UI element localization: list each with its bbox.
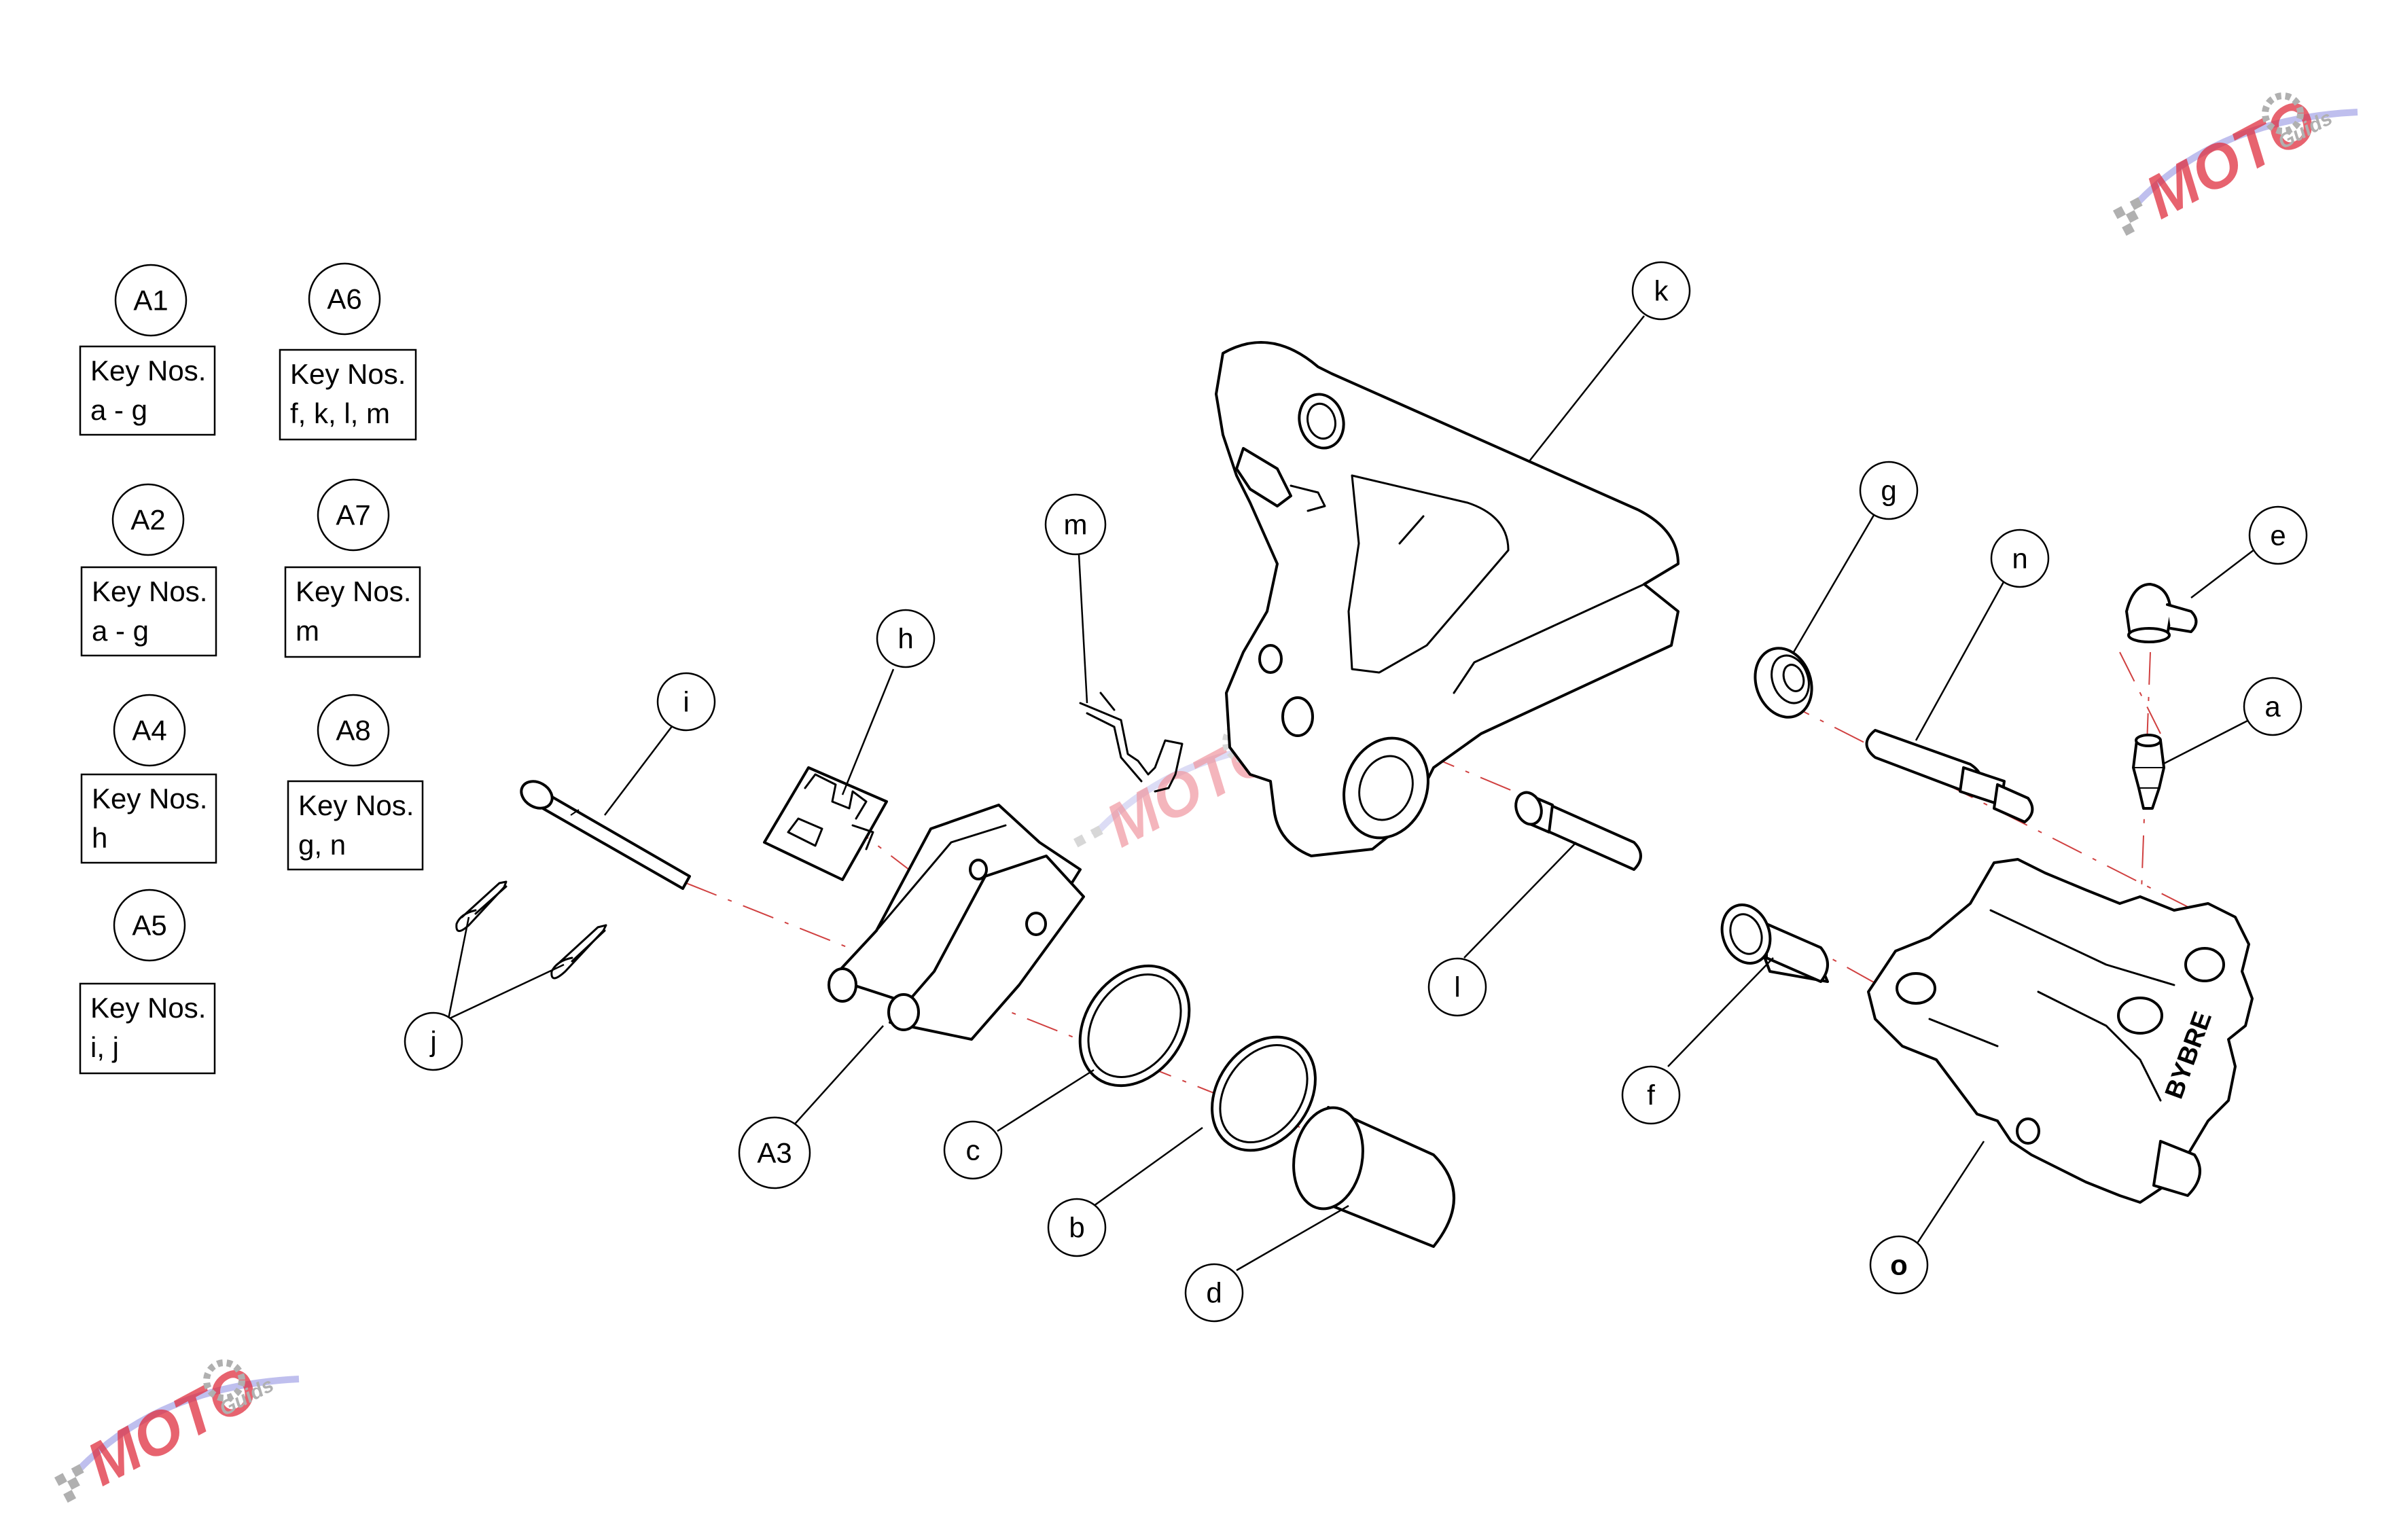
svg-text:A5: A5 <box>132 910 166 942</box>
part-c-seal <box>1078 964 1191 1088</box>
legend-a1: A1 Key Nos. a - g <box>79 264 216 436</box>
part-n-guide-pin <box>1865 729 2034 823</box>
part-f-bolt <box>1720 903 1829 983</box>
part-a3-brake-pads <box>828 804 1085 1041</box>
svg-text:Key Nos.: Key Nos. <box>90 992 206 1024</box>
part-j-clips <box>455 880 607 980</box>
callout-f: f <box>1621 1065 1681 1125</box>
svg-text:g, n: g, n <box>298 829 346 861</box>
callout-h: h <box>876 609 936 668</box>
callout-c: c <box>943 1120 1003 1180</box>
part-m-clip <box>1079 692 1184 793</box>
svg-text:Key Nos.: Key Nos. <box>290 358 406 390</box>
svg-text:A4: A4 <box>132 715 166 747</box>
svg-text:l: l <box>1454 971 1460 1003</box>
svg-text:m: m <box>296 615 319 647</box>
part-o-caliper-body: BYBRE <box>1867 858 2254 1204</box>
callout-j: j <box>404 1011 463 1071</box>
callout-leader-lines <box>447 315 2263 1272</box>
part-k-carrier-bracket <box>1215 341 1679 857</box>
callout-bubbles: i j h A3 c b d m k l f g n e a o <box>404 261 2308 1323</box>
callout-d: d <box>1184 1263 1244 1323</box>
part-e-bleed-cap <box>2125 583 2198 643</box>
svg-text:a - g: a - g <box>92 615 149 647</box>
svg-text:d: d <box>1206 1277 1222 1309</box>
callout-n: n <box>1990 529 2050 588</box>
part-i-pin <box>520 780 691 890</box>
svg-text:A2: A2 <box>130 504 165 536</box>
svg-text:Key Nos.: Key Nos. <box>298 789 414 821</box>
callout-k: k <box>1631 261 1691 321</box>
watermark-logo-bottom: MOTO Guids <box>54 1353 300 1503</box>
svg-text:j: j <box>429 1026 436 1058</box>
part-g-boot <box>1754 647 1813 719</box>
svg-text:i: i <box>683 686 689 718</box>
svg-text:m: m <box>1064 509 1088 541</box>
svg-text:c: c <box>966 1134 980 1166</box>
callout-m: m <box>1044 493 1107 556</box>
svg-text:Key Nos.: Key Nos. <box>90 355 206 387</box>
watermark-logo-top: MOTO Guids <box>2113 86 2358 236</box>
legend-a4: A4 Key Nos. h <box>80 694 217 864</box>
svg-text:f, k, l, m: f, k, l, m <box>290 397 390 429</box>
svg-text:Key Nos.: Key Nos. <box>92 783 207 814</box>
svg-text:g: g <box>1881 475 1896 507</box>
callout-l: l <box>1427 957 1487 1017</box>
svg-text:Key Nos.: Key Nos. <box>92 575 207 607</box>
svg-text:A1: A1 <box>133 285 168 317</box>
legend-a5: A5 Key Nos. i, j <box>79 889 216 1075</box>
svg-text:b: b <box>1069 1212 1084 1244</box>
svg-text:A8: A8 <box>336 715 370 747</box>
callout-e: e <box>2248 505 2308 565</box>
legend-a7: A7 Key Nos. m <box>284 478 421 658</box>
svg-text:h: h <box>897 623 913 655</box>
svg-text:h: h <box>92 822 107 854</box>
part-a-bleed-screw <box>2132 734 2165 810</box>
callout-a: a <box>2243 677 2303 736</box>
part-h-pad-spring <box>763 766 888 881</box>
callout-a3: A3 <box>738 1116 811 1189</box>
svg-text:n: n <box>2012 543 2027 575</box>
svg-text:f: f <box>1647 1079 1655 1111</box>
svg-text:i, j: i, j <box>90 1031 119 1063</box>
callout-o: o <box>1869 1235 1929 1295</box>
svg-text:A3: A3 <box>757 1137 792 1169</box>
legend: A1 Key Nos. a - g A2 Key Nos. a - g A4 K… <box>79 262 424 1075</box>
svg-text:a - g: a - g <box>90 394 147 426</box>
callout-i: i <box>656 672 716 732</box>
part-l-guide-pin <box>1514 791 1642 871</box>
callout-g: g <box>1859 461 1919 520</box>
svg-text:A7: A7 <box>336 499 370 531</box>
legend-a2: A2 Key Nos. a - g <box>80 483 217 657</box>
svg-text:o: o <box>1890 1249 1908 1281</box>
svg-text:k: k <box>1654 275 1669 307</box>
legend-a8: A8 Key Nos. g, n <box>287 694 424 871</box>
callout-b: b <box>1047 1198 1107 1257</box>
part-b-seal <box>1211 1035 1317 1152</box>
svg-text:Key Nos.: Key Nos. <box>296 575 411 607</box>
part-d-piston <box>1292 1106 1455 1248</box>
svg-text:A6: A6 <box>327 283 361 315</box>
svg-text:e: e <box>2270 520 2286 552</box>
svg-text:a: a <box>2264 691 2281 723</box>
legend-a6: A6 Key Nos. f, k, l, m <box>279 262 417 441</box>
